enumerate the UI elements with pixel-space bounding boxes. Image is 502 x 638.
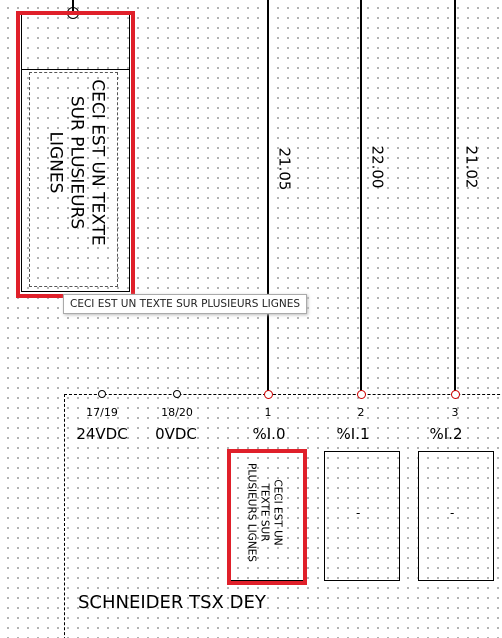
module-title: SCHNEIDER TSX DEY [78,592,266,613]
terminal-18-20[interactable] [173,390,181,398]
wire-label-22-00: 22.00 [368,145,387,189]
module-frame[interactable] [64,394,502,638]
pin-number-1: 1 [264,406,272,419]
pin-label-i1: %I.1 [336,425,370,443]
wire-21-05[interactable] [267,0,269,394]
channel-box-2[interactable] [324,451,400,581]
tooltip: CECI EST UN TEXTE SUR PLUSIEURS LIGNES [63,294,307,314]
wire-label-21-02: 21.02 [462,145,481,189]
pin-number-18-20: 18/20 [161,406,193,419]
terminal-1[interactable] [264,390,273,399]
top-block-inner-frame [29,72,118,287]
channel-box-3-text: - [450,506,455,520]
top-block-highlight [16,11,135,298]
pin-label-i2: %I.2 [429,425,463,443]
wire-label-21-05: 21.05 [275,147,294,191]
channel-box-1-highlight [227,449,307,585]
terminal-3[interactable] [451,390,460,399]
pin-number-17-19: 17/19 [86,406,118,419]
terminal-2[interactable] [357,390,366,399]
wire-22-00[interactable] [360,0,362,394]
channel-box-2-text: - [356,506,361,520]
pin-label-0vdc: 0VDC [155,425,197,443]
pin-number-3: 3 [451,406,459,419]
channel-box-3[interactable] [418,451,494,581]
pin-label-24vdc: 24VDC [76,425,128,443]
top-block-anchor-stem [72,0,74,13]
terminal-17-19[interactable] [98,390,106,398]
wire-21-02[interactable] [454,0,456,394]
top-block-divider [21,69,129,70]
pin-label-i0: %I.0 [252,425,286,443]
pin-number-2: 2 [357,406,365,419]
